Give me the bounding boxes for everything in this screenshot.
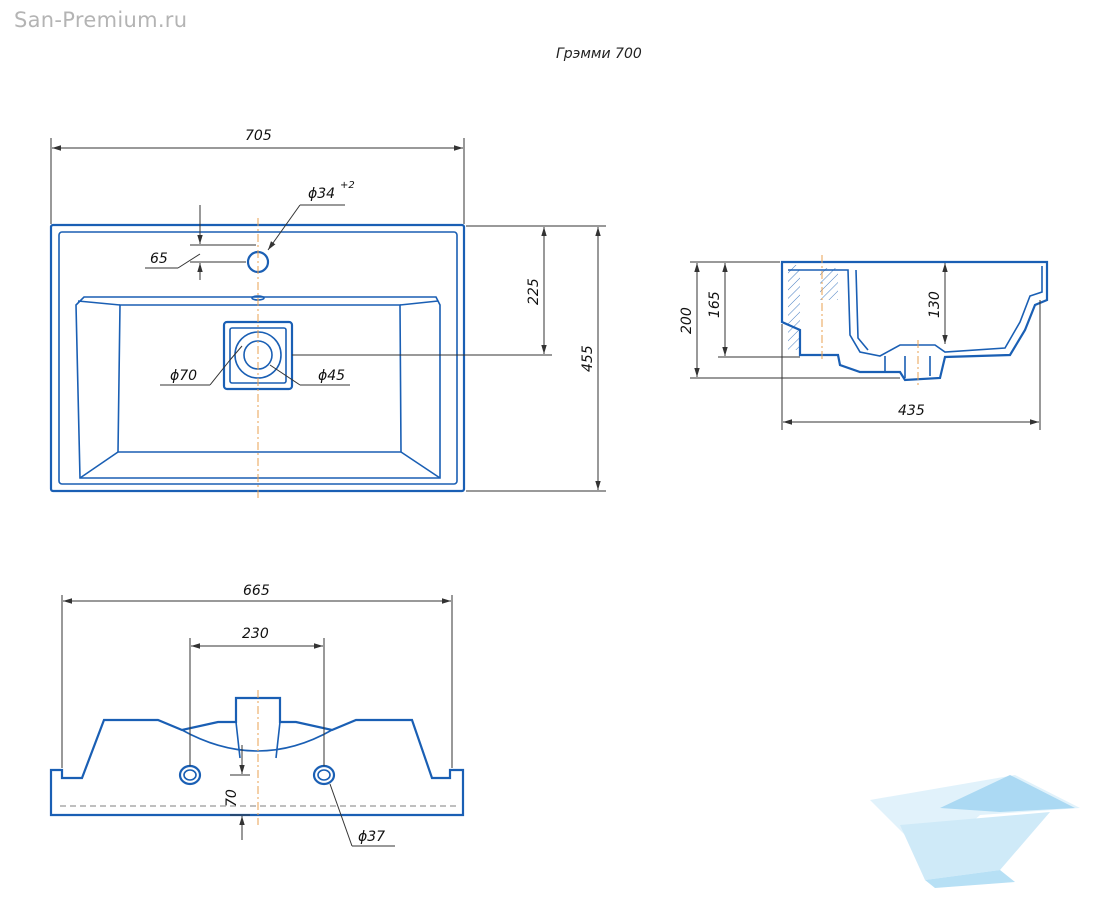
- mount-hole-left: [178, 764, 202, 786]
- side-bowl-inner: [788, 266, 1043, 357]
- top-view: 705 ϕ34 +2 65 225 455: [49, 128, 606, 500]
- side-bowl-depth-label: 130: [927, 291, 943, 318]
- side-depth-label: 435: [898, 403, 925, 419]
- side-height-label: 200: [679, 307, 695, 334]
- mount-hole-right: [312, 764, 336, 786]
- front-bowl-curve: [181, 729, 333, 752]
- front-profile-outline: [49, 696, 465, 817]
- front-view: 665 230 70 ϕ37: [49, 583, 465, 847]
- bowl-outline: [75, 296, 441, 479]
- front-mount-spacing-label: 230: [242, 626, 269, 642]
- side-section-hatch: [788, 265, 800, 350]
- faucet-hole-label: ϕ34: [308, 186, 335, 202]
- drain-outer-circle: [234, 331, 282, 379]
- side-view: 200 165 130 435: [679, 255, 1049, 430]
- front-mount-height-label: 70: [224, 789, 240, 807]
- watermark: San-Premium.ru: [14, 8, 188, 32]
- drain-inner-label: ϕ45: [318, 368, 345, 384]
- dim-label-705: 705: [245, 128, 272, 144]
- faucet-hole-tolerance: +2: [340, 180, 355, 191]
- front-mount-hole-label: ϕ37: [358, 829, 385, 845]
- faucet-offset-label: 65: [150, 251, 168, 267]
- basin-rim-outline: [58, 231, 458, 485]
- brand-logo: [870, 775, 1080, 888]
- drain-outer-label: ϕ70: [170, 368, 197, 384]
- drawing-title: Грэмми 700: [556, 46, 642, 62]
- side-inner-height-label: 165: [707, 291, 723, 318]
- depth-label: 455: [580, 345, 596, 372]
- front-width-label: 665: [243, 583, 270, 599]
- drain-offset-label: 225: [526, 278, 542, 305]
